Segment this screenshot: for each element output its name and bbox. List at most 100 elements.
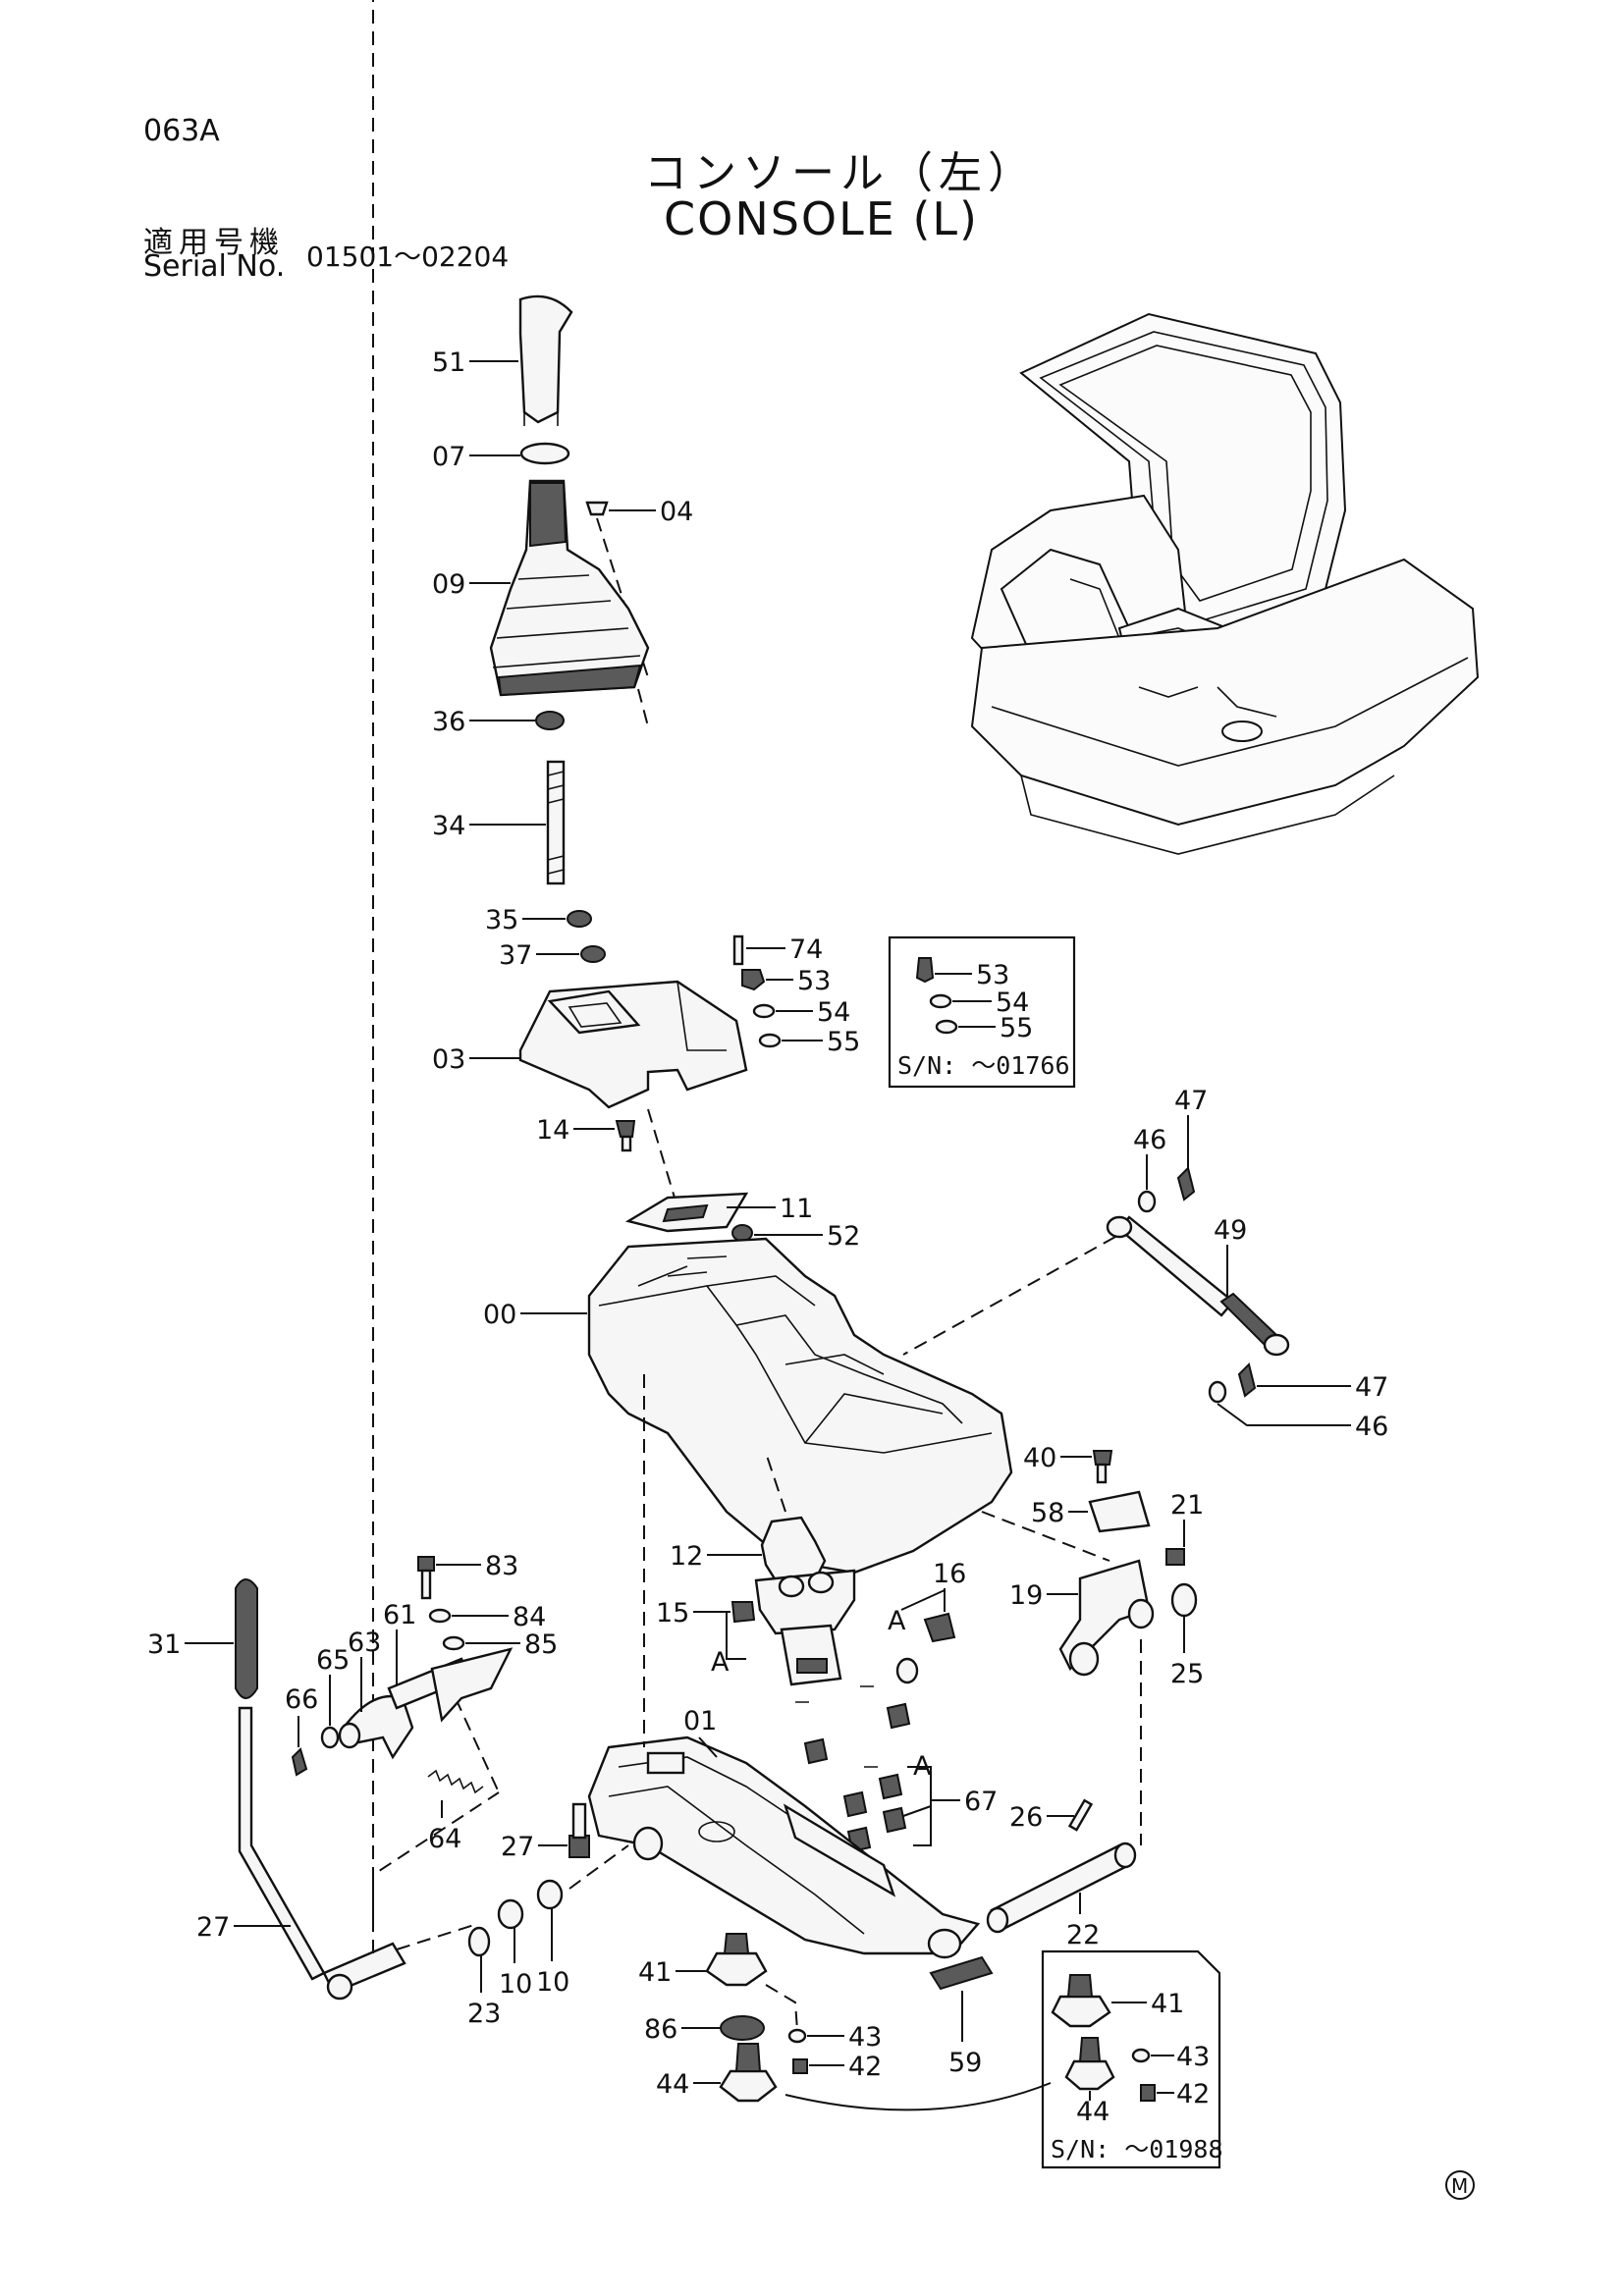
inset2-serial-note: S/N: ～01988 [1051,2135,1223,2163]
label-27: 27 [196,1912,230,1943]
part-83-bolt [417,1556,435,1572]
label-25: 25 [1170,1659,1204,1689]
label-59: 59 [948,2048,982,2078]
part-03-cover [518,980,748,1109]
label-57: 23 [467,1999,501,2029]
label-23: 22 [1066,1920,1100,1950]
label-49: 49 [1214,1215,1247,1246]
part-51-knob [518,294,573,426]
label-55: 55 [827,1027,860,1057]
label-65: 65 [316,1645,350,1676]
part-44-mount [719,2043,778,2103]
maker-mark: M [1451,2174,1468,2198]
part-46-washer-lower [1208,1380,1227,1404]
label-35: 35 [485,905,518,935]
label-09: 09 [432,569,465,600]
lever-bracket [430,1647,514,1723]
part-04-screw [585,501,609,516]
marker-a-right: A [888,1606,906,1636]
inset2-label-43: 43 [1176,2042,1210,2072]
part-46-washer [1137,1190,1157,1213]
part-00-console-body [587,1237,1013,1575]
part-47-pin [1176,1166,1196,1201]
part-31-grip [235,1578,258,1699]
part-15-fitting [730,1601,756,1624]
page-title-japanese: コンソール（左） [644,148,1037,198]
label-54: 54 [817,997,850,1028]
part-10-bushings [497,1879,564,1930]
part-22-bolt [568,1835,590,1858]
part-53-bolt [741,969,766,991]
label-03: 03 [432,1044,465,1075]
part-49-gas-spring [1106,1215,1290,1357]
part-52-nut [731,1224,753,1242]
serial-label-japanese: 適用号機 [143,226,285,260]
part-37-nut [580,945,606,963]
part-19-bracket [1058,1559,1155,1677]
part-74-pin [732,934,744,966]
part-47-pin-lower [1237,1362,1257,1398]
label-63: 63 [348,1628,381,1658]
part-57-washer [467,1926,491,1957]
label-66: 66 [285,1684,318,1715]
part-34-rod [546,760,566,885]
label-53: 53 [797,966,831,996]
part-86-seal [720,2015,765,2041]
label-15: 15 [656,1598,689,1629]
part-01-base [587,1735,981,1959]
part-27-lever-rod [238,1706,406,2001]
label-51: 51 [432,347,465,378]
label-04: 04 [660,497,693,527]
label-16: 16 [933,1559,966,1589]
part-16-elbow [923,1612,956,1643]
label-07: 07 [432,442,465,472]
label-47-upper: 47 [1174,1086,1208,1116]
part-12-pilot-valve [754,1516,856,1686]
part-40-bolt [1092,1450,1113,1466]
serial-range: 01501～02204 [306,240,510,273]
label-31: 31 [147,1629,181,1660]
part-42-bolt [792,2058,808,2074]
label-26: 26 [1009,1802,1043,1833]
label-67: 67 [964,1787,998,1817]
label-52: 52 [827,1221,860,1252]
marker-a-lower: A [913,1751,932,1782]
part-21-bolt [1165,1548,1185,1566]
label-34: 34 [432,811,465,841]
part-26-pin [1067,1798,1094,1832]
label-01: 01 [683,1706,717,1736]
label-12: 12 [670,1541,703,1572]
inset1-label-53: 53 [976,960,1009,990]
label-43: 43 [848,2022,882,2053]
label-10-a: 10 [499,1969,532,2000]
label-74: 74 [789,934,823,965]
label-36: 36 [432,707,465,737]
label-84: 84 [513,1602,546,1632]
part-65-washer [320,1726,340,1749]
page-code: 063A [143,114,220,148]
part-84-washer [428,1608,452,1624]
label-83: 83 [485,1551,518,1581]
label-11: 11 [780,1194,813,1224]
part-07-ring [519,442,570,465]
part-14-bolt [615,1120,636,1138]
part-58-bracket [1088,1490,1151,1533]
label-64: 64 [428,1824,461,1854]
label-85: 85 [524,1629,558,1660]
part-23-shaft [986,1842,1137,1934]
label-47-lower: 47 [1355,1372,1388,1403]
part-09-boot [489,479,650,697]
inset1-label-54: 54 [996,988,1029,1018]
inset2-label-41: 41 [1151,1989,1184,2019]
part-54-washer [752,1003,776,1019]
machine-overview-illustration [970,312,1480,855]
part-66-pin [291,1747,308,1777]
label-86: 86 [644,2014,677,2045]
label-19: 19 [1009,1580,1043,1611]
part-36-nut [535,711,565,730]
inset-box-sn-01766: 53 54 55 S/N: ～01766 [888,935,1076,1089]
part-43-washer [787,2028,807,2044]
label-61: 61 [383,1600,416,1630]
part-35-nut [567,910,592,928]
